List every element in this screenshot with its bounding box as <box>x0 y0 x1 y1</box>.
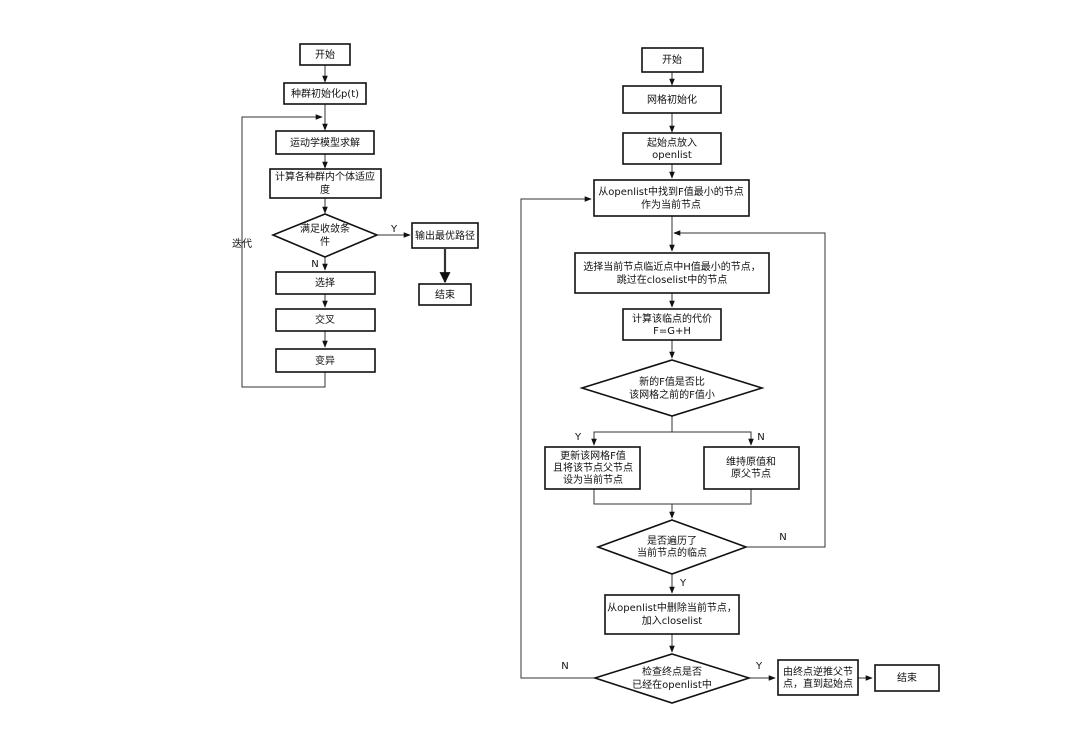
left-flowchart: 开始 种群初始化p(t) 运动学模型求解 计算各种群内个体适应 度 满足收敛条 … <box>232 43 479 388</box>
yes-label: Y <box>390 224 398 235</box>
check-end-line1: 检查终点是否 <box>642 665 702 678</box>
add-start-line2: openlist <box>652 150 692 161</box>
update-line3: 设为当前节点 <box>563 473 623 486</box>
compare-line1: 新的F值是否比 <box>639 375 705 388</box>
crossover-box <box>275 308 376 332</box>
end-label-left: 结束 <box>435 288 455 301</box>
backtrack-line1: 由终点逆推父节 <box>783 665 853 678</box>
branch-connector <box>591 416 673 446</box>
select-neighbor-line2: 跳过在closelist中的节点 <box>617 273 727 286</box>
select-label: 选择 <box>315 276 335 289</box>
merge-connector <box>593 489 752 505</box>
traversed-line1: 是否遍历了 <box>647 534 697 547</box>
crossover-label: 交叉 <box>315 313 335 326</box>
keep-box <box>703 446 800 490</box>
iterate-label: 迭代 <box>232 238 252 250</box>
convergence-label-line2: 件 <box>320 236 330 248</box>
output-path-box <box>411 222 479 249</box>
update-box <box>544 446 641 490</box>
move-closed-box <box>604 594 740 635</box>
no-label: N <box>779 532 786 543</box>
select-neighbor-box <box>574 252 770 294</box>
select-box <box>275 271 376 295</box>
end-box-left <box>418 283 472 306</box>
start-box <box>299 43 351 66</box>
traversed-line2: 当前节点的临点 <box>637 546 707 559</box>
convergence-label-line1: 满足收敛条 <box>300 222 350 235</box>
add-start-box <box>622 132 722 165</box>
move-closed-line1: 从openlist中删除当前节点， <box>607 601 737 614</box>
select-neighbor-line1: 选择当前节点临近点中H值最小的节点， <box>583 260 761 273</box>
branch-connector <box>672 431 754 446</box>
fitness-box <box>269 168 382 199</box>
calc-cost-line1: 计算该临点的代价 <box>632 312 712 325</box>
no-label: N <box>311 259 318 270</box>
calc-cost-line2: F=G+H <box>653 326 691 337</box>
yes-label: Y <box>574 432 582 443</box>
compare-decision <box>579 359 765 417</box>
check-end-line2: 已经在openlist中 <box>632 678 712 691</box>
keep-line2: 原父节点 <box>731 468 771 480</box>
kinematics-box <box>275 130 375 155</box>
find-min-line2: 作为当前节点 <box>641 198 701 211</box>
end-box-right <box>874 664 940 692</box>
output-path-label: 输出最优路径 <box>415 229 475 242</box>
no-label: N <box>561 661 568 672</box>
check-end-decision <box>592 653 752 704</box>
update-line2: 且将该节点父节点 <box>553 461 633 474</box>
loop-back-connector <box>673 230 826 548</box>
fitness-label-line1: 计算各种群内个体适应 <box>275 170 375 183</box>
right-flowchart: 开始 网格初始化 起始点放入 openlist 从openlist中找到F值最小… <box>520 47 940 704</box>
no-label: N <box>757 432 764 443</box>
start-box-right <box>641 47 704 73</box>
population-init-box <box>283 82 367 105</box>
start-label-right: 开始 <box>662 53 682 66</box>
backtrack-box <box>777 659 859 696</box>
mutation-box <box>275 348 376 373</box>
yes-label: Y <box>755 661 763 672</box>
compare-line2: 该网格之前的F值小 <box>629 388 715 401</box>
find-min-line1: 从openlist中找到F值最小的节点 <box>598 185 743 198</box>
end-label-right: 结束 <box>897 671 917 684</box>
loop-back-connector <box>241 114 326 388</box>
keep-line1: 维持原值和 <box>726 455 776 468</box>
calc-cost-box <box>622 308 722 341</box>
population-init-label: 种群初始化p(t) <box>291 87 359 100</box>
fitness-label-line2: 度 <box>320 183 330 196</box>
move-closed-line2: 加入closelist <box>642 615 703 627</box>
kinematics-label: 运动学模型求解 <box>290 136 360 149</box>
grid-init-label: 网格初始化 <box>647 93 697 106</box>
start-label: 开始 <box>315 48 335 61</box>
yes-label: Y <box>679 578 687 589</box>
traversed-decision <box>595 519 749 575</box>
mutation-label: 变异 <box>315 354 335 367</box>
convergence-decision <box>270 213 380 258</box>
find-min-box <box>593 179 750 217</box>
backtrack-line2: 点，直到起始点 <box>783 677 853 690</box>
grid-init-box <box>622 85 722 114</box>
loop-back-connector <box>520 196 595 679</box>
add-start-line1: 起始点放入 <box>647 136 697 149</box>
update-line1: 更新该网格F值 <box>560 449 626 462</box>
